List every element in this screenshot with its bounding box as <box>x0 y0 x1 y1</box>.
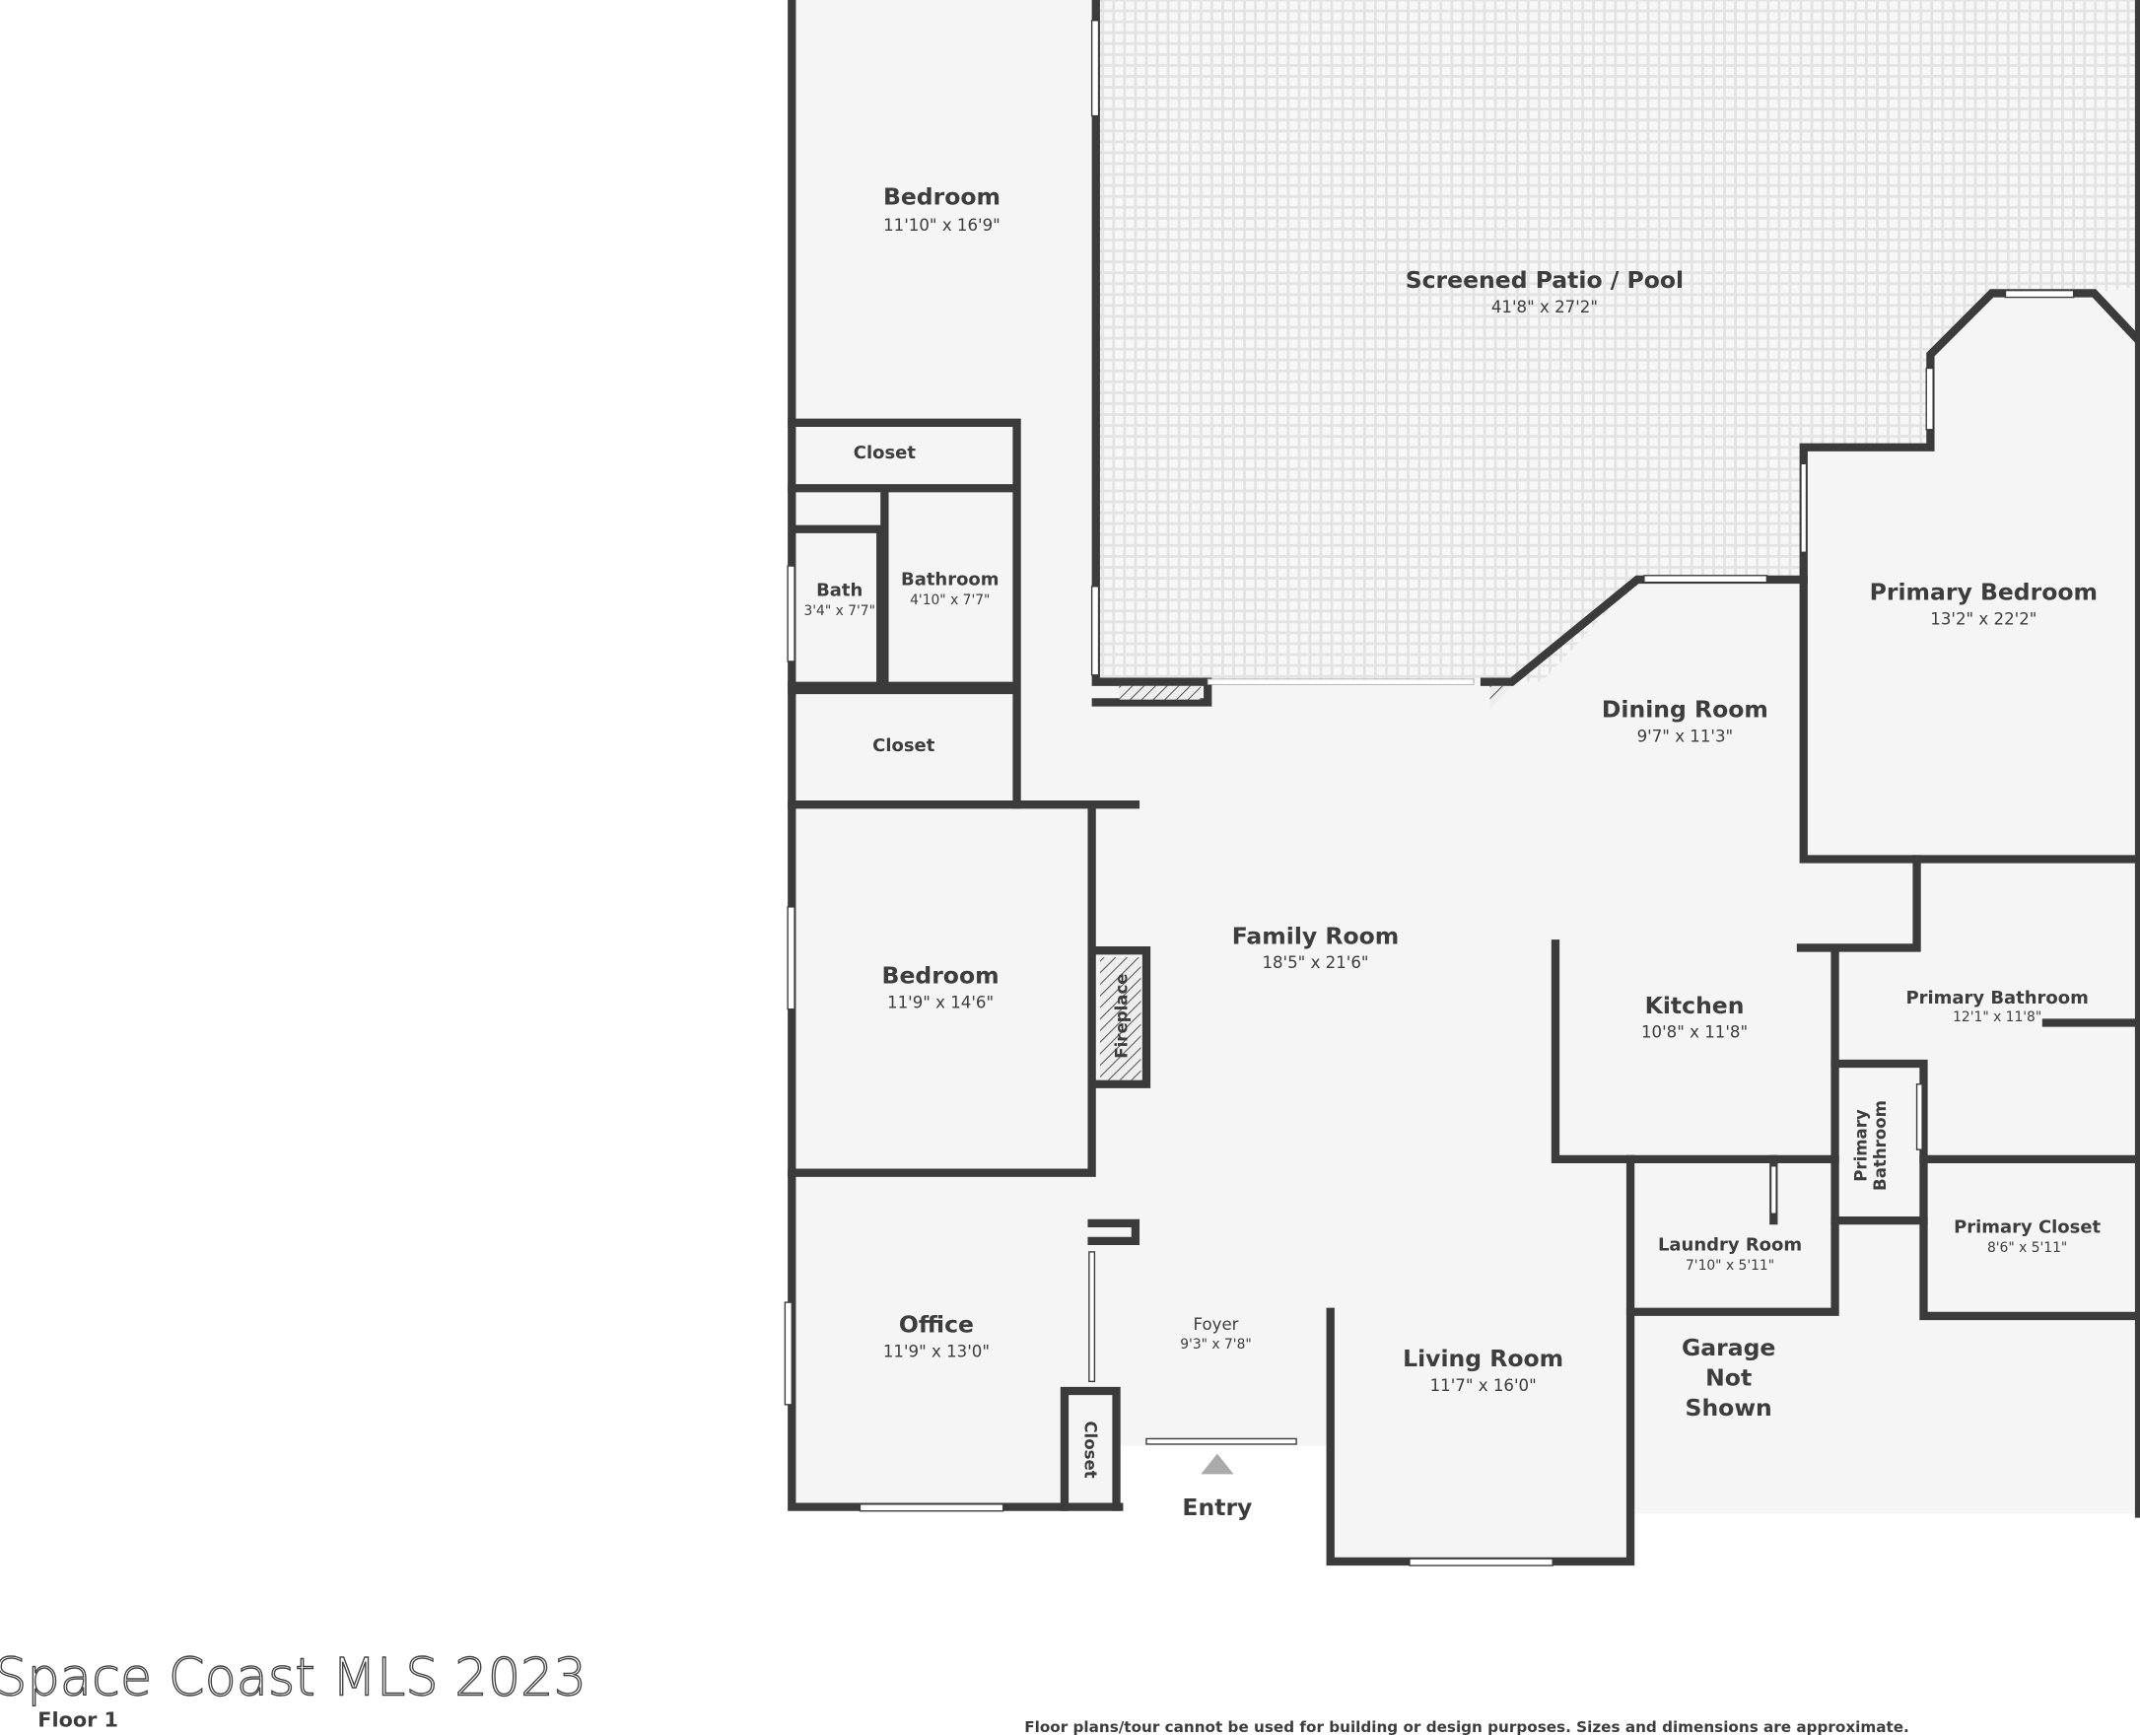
svg-text:Bathroom: Bathroom <box>901 569 999 590</box>
room-living: Living Room 11'7" x 16'0" <box>1403 1345 1563 1395</box>
svg-text:Primary Bathroom: Primary Bathroom <box>1905 988 2088 1008</box>
room-bedroom-1: Bedroom 11'10" x 16'9" <box>883 183 1001 235</box>
watermark: Space Coast MLS 2023 <box>0 1647 587 1707</box>
room-bathroom: Bathroom 4'10" x 7'7" <box>901 569 999 607</box>
room-closet-2: Closet <box>872 735 935 756</box>
room-dims: 41'8" x 27'2" <box>1491 298 1598 316</box>
patio-floor <box>1095 0 2140 682</box>
room-bath: Bath 3'4" x 7'7" <box>803 581 875 619</box>
svg-text:Bedroom: Bedroom <box>882 961 1000 989</box>
walls <box>788 0 2140 1566</box>
room-bedroom-2: Bedroom 11'9" x 14'6" <box>882 961 1000 1011</box>
svg-text:Living Room: Living Room <box>1403 1345 1563 1372</box>
svg-text:11'7" x 16'0": 11'7" x 16'0" <box>1430 1376 1537 1395</box>
svg-text:4'10" x 7'7": 4'10" x 7'7" <box>910 592 990 608</box>
fireplace-label: Fireplace <box>1113 973 1132 1058</box>
svg-text:Primary: Primary <box>1851 1109 1870 1182</box>
floor-fills <box>792 0 2140 1562</box>
svg-text:Bath: Bath <box>816 581 863 601</box>
entry-arrow-icon <box>1201 1453 1234 1475</box>
svg-text:Kitchen: Kitchen <box>1645 992 1745 1019</box>
svg-text:12'1" x 11'8": 12'1" x 11'8" <box>1953 1009 2041 1025</box>
room-family: Family Room 18'5" x 21'6" <box>1232 922 1400 972</box>
svg-text:9'7" x 11'3": 9'7" x 11'3" <box>1637 728 1734 746</box>
svg-text:Shown: Shown <box>1686 1394 1772 1422</box>
svg-text:Primary Closet: Primary Closet <box>1954 1217 2101 1238</box>
room-name: Bedroom <box>883 183 1001 211</box>
svg-text:Foyer: Foyer <box>1194 1315 1239 1334</box>
room-dims: 11'10" x 16'9" <box>883 216 1001 235</box>
windows <box>784 20 2075 1566</box>
svg-text:Dining Room: Dining Room <box>1602 696 1768 724</box>
room-laundry: Laundry Room 7'10" x 5'11" <box>1658 1235 1802 1274</box>
disclaimer: Floor plans/tour cannot be used for buil… <box>1024 1718 1909 1736</box>
room-primary-bathroom-small: Primary Bathroom <box>1851 1100 1889 1191</box>
garage-note: Garage Not Shown <box>1682 1334 1775 1422</box>
svg-text:Bathroom: Bathroom <box>1871 1100 1890 1191</box>
room-closet-1: Closet <box>854 443 917 463</box>
svg-text:13'2" x 22'2": 13'2" x 22'2" <box>1930 610 2036 629</box>
floor-label: Floor 1 <box>37 1707 118 1731</box>
svg-text:Primary Bedroom: Primary Bedroom <box>1870 579 2098 606</box>
room-primary-bedroom: Primary Bedroom 13'2" x 22'2" <box>1870 579 2098 629</box>
svg-text:9'3" x 7'8": 9'3" x 7'8" <box>1180 1337 1252 1353</box>
room-dining: Dining Room 9'7" x 11'3" <box>1602 696 1768 746</box>
svg-text:11'9" x 14'6": 11'9" x 14'6" <box>887 993 994 1011</box>
svg-text:Laundry Room: Laundry Room <box>1658 1235 1802 1256</box>
svg-text:Garage: Garage <box>1682 1334 1775 1361</box>
room-patio: Screened Patio / Pool 41'8" x 27'2" <box>1406 266 1684 316</box>
svg-text:10'8" x 11'8": 10'8" x 11'8" <box>1641 1023 1748 1042</box>
entry-label: Entry <box>1182 1493 1252 1521</box>
svg-text:7'10" x 5'11": 7'10" x 5'11" <box>1686 1258 1774 1274</box>
room-primary-bathroom: Primary Bathroom 12'1" x 11'8" <box>1905 988 2088 1025</box>
svg-text:Not: Not <box>1705 1363 1752 1391</box>
svg-text:Family Room: Family Room <box>1232 922 1400 949</box>
fireplace-hatch <box>1099 957 1141 1080</box>
room-primary-closet: Primary Closet 8'6" x 5'11" <box>1954 1217 2101 1256</box>
room-kitchen: Kitchen 10'8" x 11'8" <box>1641 992 1748 1042</box>
svg-text:8'6" x 5'11": 8'6" x 5'11" <box>1987 1240 2067 1256</box>
svg-text:Office: Office <box>899 1311 974 1339</box>
svg-text:3'4" x 7'7": 3'4" x 7'7" <box>803 603 875 619</box>
svg-text:18'5" x 21'6": 18'5" x 21'6" <box>1262 953 1368 972</box>
room-office: Office 11'9" x 13'0" <box>883 1311 990 1361</box>
room-closet-3: Closet <box>1081 1421 1100 1478</box>
svg-text:11'9" x 13'0": 11'9" x 13'0" <box>883 1342 990 1360</box>
room-foyer: Foyer 9'3" x 7'8" <box>1180 1315 1252 1353</box>
room-name: Screened Patio / Pool <box>1406 266 1684 294</box>
